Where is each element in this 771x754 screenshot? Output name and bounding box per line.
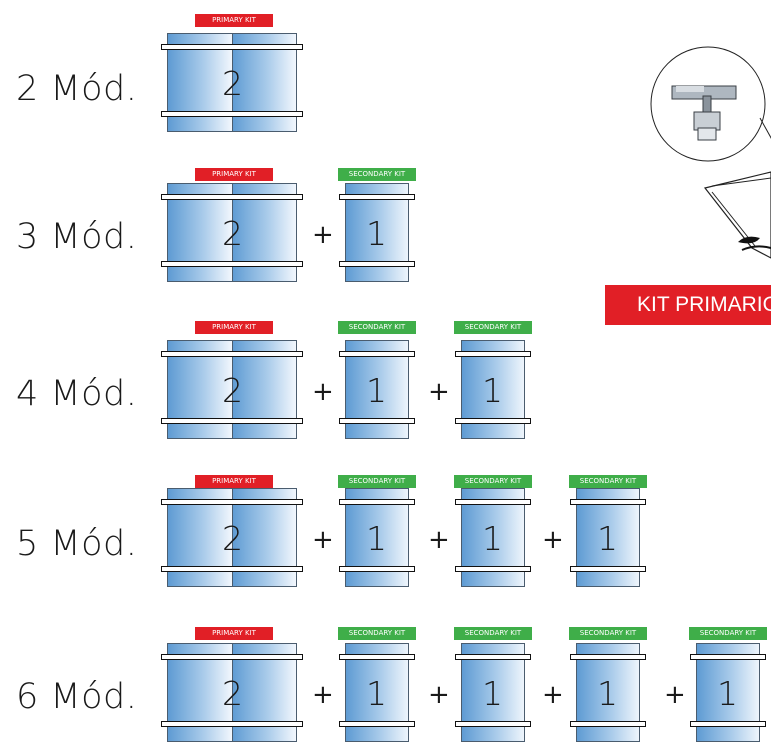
primary-panel-rail-top bbox=[161, 351, 303, 357]
secondary-kit-tag: SECONDARY KIT bbox=[569, 475, 647, 488]
primary-kit-tag: PRIMARY KIT bbox=[195, 168, 273, 181]
module-count-label: 5 Mód. bbox=[16, 524, 138, 564]
secondary-panel-rail-bottom bbox=[570, 566, 646, 572]
primary-panel-rail-bottom bbox=[161, 261, 303, 267]
secondary-panel-rail-bottom bbox=[455, 566, 531, 572]
secondary-kit-tag: SECONDARY KIT bbox=[338, 627, 416, 640]
panel-divider bbox=[232, 341, 233, 438]
module-count-label: 2 Mód. bbox=[16, 69, 138, 109]
primary-panel-rail-bottom bbox=[161, 721, 303, 727]
plus-sign: + bbox=[428, 680, 450, 710]
secondary-panel-rail-top bbox=[570, 654, 646, 660]
secondary-panel-rail-bottom bbox=[339, 261, 415, 267]
primary-panel-count: 2 bbox=[222, 64, 243, 103]
secondary-panel-count: 1 bbox=[366, 674, 387, 713]
secondary-panel-rail-bottom bbox=[570, 721, 646, 727]
primary-panel-rail-bottom bbox=[161, 418, 303, 424]
primary-panel-count: 2 bbox=[222, 371, 243, 410]
secondary-panel-rail-top bbox=[339, 654, 415, 660]
primary-kit-tag: PRIMARY KIT bbox=[195, 321, 273, 334]
secondary-panel-rail-bottom bbox=[690, 721, 766, 727]
module-count-label: 3 Mód. bbox=[16, 217, 138, 257]
secondary-panel-rail-top bbox=[455, 499, 531, 505]
secondary-panel-count: 1 bbox=[717, 674, 738, 713]
panel-perspective-icon bbox=[703, 171, 771, 259]
secondary-panel-count: 1 bbox=[597, 519, 618, 558]
secondary-panel-count: 1 bbox=[482, 519, 503, 558]
secondary-panel-rail-top bbox=[339, 351, 415, 357]
clamp-icon bbox=[671, 85, 737, 141]
primary-panel-rail-top bbox=[161, 654, 303, 660]
module-count-label: 4 Mód. bbox=[16, 374, 138, 414]
plus-sign: + bbox=[542, 680, 564, 710]
primary-panel-count: 2 bbox=[222, 674, 243, 713]
primary-kit-tag: PRIMARY KIT bbox=[195, 627, 273, 640]
plus-sign: + bbox=[664, 680, 686, 710]
primary-panel-rail-top bbox=[161, 44, 303, 50]
secondary-panel-rail-top bbox=[339, 194, 415, 200]
plus-sign: + bbox=[428, 377, 450, 407]
secondary-panel-count: 1 bbox=[366, 519, 387, 558]
secondary-panel-count: 1 bbox=[366, 214, 387, 253]
plus-sign: + bbox=[312, 680, 334, 710]
primary-panel-rail-top bbox=[161, 194, 303, 200]
plus-sign: + bbox=[312, 220, 334, 250]
panel-divider bbox=[232, 644, 233, 741]
secondary-panel-rail-top bbox=[339, 499, 415, 505]
plus-sign: + bbox=[312, 525, 334, 555]
secondary-panel-count: 1 bbox=[597, 674, 618, 713]
primary-panel-count: 2 bbox=[222, 214, 243, 253]
secondary-kit-tag: SECONDARY KIT bbox=[338, 168, 416, 181]
secondary-kit-tag: SECONDARY KIT bbox=[338, 475, 416, 488]
secondary-kit-tag: SECONDARY KIT bbox=[569, 627, 647, 640]
secondary-panel-rail-bottom bbox=[339, 721, 415, 727]
primary-panel-rail-bottom bbox=[161, 566, 303, 572]
primary-kit-tag: PRIMARY KIT bbox=[195, 475, 273, 488]
secondary-panel-rail-bottom bbox=[339, 566, 415, 572]
secondary-panel-count: 1 bbox=[482, 371, 503, 410]
panel-divider bbox=[232, 184, 233, 281]
panel-divider bbox=[232, 34, 233, 131]
secondary-panel-count: 1 bbox=[482, 674, 503, 713]
secondary-panel-count: 1 bbox=[366, 371, 387, 410]
secondary-panel-rail-top bbox=[455, 654, 531, 660]
detail-magnifier-circle bbox=[650, 46, 766, 162]
kit-primario-banner: KIT PRIMARIO bbox=[605, 285, 771, 325]
primary-kit-tag: PRIMARY KIT bbox=[195, 14, 273, 27]
detail-leader-line bbox=[759, 117, 771, 139]
secondary-kit-tag: SECONDARY KIT bbox=[689, 627, 767, 640]
secondary-panel-rail-bottom bbox=[455, 418, 531, 424]
secondary-kit-tag: SECONDARY KIT bbox=[454, 627, 532, 640]
secondary-panel-rail-bottom bbox=[339, 418, 415, 424]
secondary-kit-tag: SECONDARY KIT bbox=[454, 475, 532, 488]
secondary-panel-rail-top bbox=[455, 351, 531, 357]
plus-sign: + bbox=[428, 525, 450, 555]
secondary-panel-rail-bottom bbox=[455, 721, 531, 727]
module-count-label: 6 Mód. bbox=[16, 677, 138, 717]
primary-panel-rail-top bbox=[161, 499, 303, 505]
secondary-panel-rail-top bbox=[690, 654, 766, 660]
secondary-panel-rail-top bbox=[570, 499, 646, 505]
panel-divider bbox=[232, 489, 233, 586]
secondary-kit-tag: SECONDARY KIT bbox=[338, 321, 416, 334]
plus-sign: + bbox=[312, 377, 334, 407]
primary-panel-count: 2 bbox=[222, 519, 243, 558]
secondary-kit-tag: SECONDARY KIT bbox=[454, 321, 532, 334]
plus-sign: + bbox=[542, 525, 564, 555]
primary-panel-rail-bottom bbox=[161, 111, 303, 117]
